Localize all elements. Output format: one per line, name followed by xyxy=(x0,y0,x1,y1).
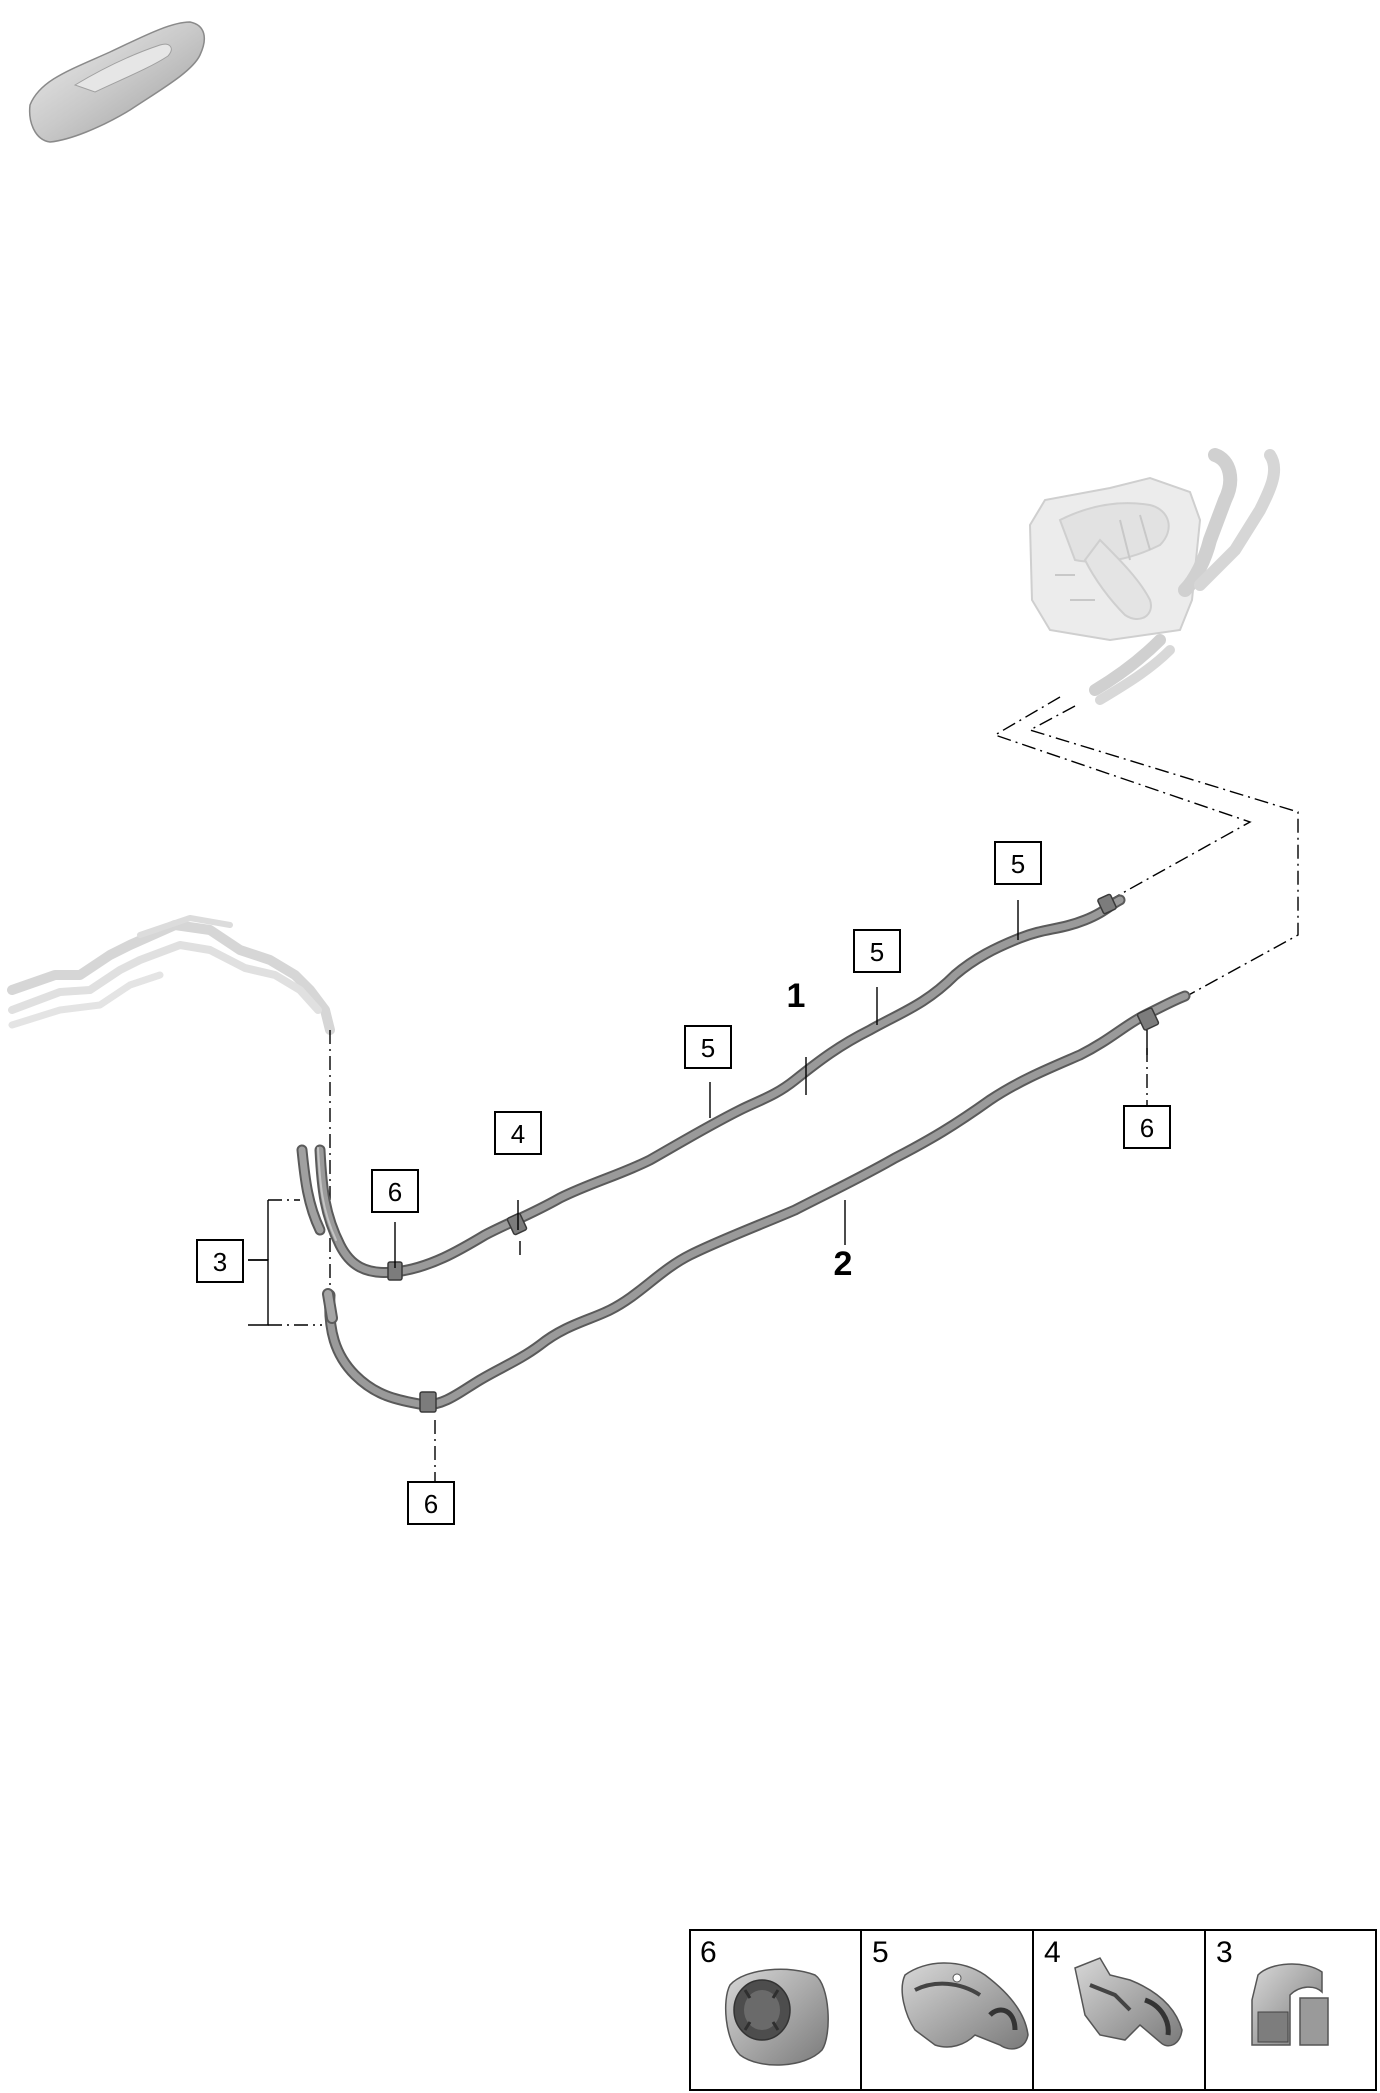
callout-3-label: 3 xyxy=(213,1247,227,1277)
pipe-1 xyxy=(314,894,1126,1279)
legend-cell-3-label: 3 xyxy=(1216,1936,1233,1969)
clip-4-icon xyxy=(1074,1957,1183,2047)
callout-5-b[interactable]: 5 xyxy=(853,929,901,973)
legend-cell-3[interactable]: 3 xyxy=(1216,1936,1329,2046)
leader-lines xyxy=(248,900,1148,1326)
clip-5-icon xyxy=(901,1962,1029,2050)
legend-cell-4[interactable]: 4 xyxy=(1044,1936,1183,2047)
callout-5-a[interactable]: 5 xyxy=(684,1025,732,1069)
callout-5-c[interactable]: 5 xyxy=(994,841,1042,885)
vehicle-thumbnail-icon xyxy=(28,21,206,143)
item-label-2: 2 xyxy=(834,1245,853,1283)
item-label-1: 1 xyxy=(787,977,806,1015)
callout-6-a[interactable]: 6 xyxy=(371,1169,419,1213)
legend-cell-5[interactable]: 5 xyxy=(872,1936,1029,2050)
callout-3[interactable]: 3 xyxy=(196,1239,244,1283)
left-ghost-pipes xyxy=(7,915,335,1035)
pipe-2 xyxy=(324,990,1191,1411)
callout-4[interactable]: 4 xyxy=(494,1111,542,1155)
connection-lines xyxy=(329,696,1299,1490)
climate-unit-ghost xyxy=(1028,448,1281,705)
clip-3-icon xyxy=(1251,1963,1329,2046)
pipe-clips xyxy=(387,893,1160,1413)
legend-cell-6[interactable]: 6 xyxy=(700,1936,829,2066)
callout-5-c-label: 5 xyxy=(1011,849,1025,879)
callout-5-a-label: 5 xyxy=(701,1033,715,1063)
parts-legend: 6 5 4 xyxy=(689,1929,1377,2091)
callout-6-c-label: 6 xyxy=(424,1489,438,1519)
callout-6-c[interactable]: 6 xyxy=(407,1481,455,1525)
callout-4-label: 4 xyxy=(511,1119,525,1149)
legend-cell-6-label: 6 xyxy=(700,1936,717,1969)
legend-cell-4-label: 4 xyxy=(1044,1936,1061,1969)
callout-5-b-label: 5 xyxy=(870,937,884,967)
callout-6-b[interactable]: 6 xyxy=(1123,1105,1171,1149)
hose-part-3 xyxy=(296,1144,338,1324)
legend-cell-5-label: 5 xyxy=(872,1936,889,1969)
callout-6-a-label: 6 xyxy=(388,1177,402,1207)
callout-6-b-label: 6 xyxy=(1140,1113,1154,1143)
clip-6-icon xyxy=(724,1968,829,2066)
